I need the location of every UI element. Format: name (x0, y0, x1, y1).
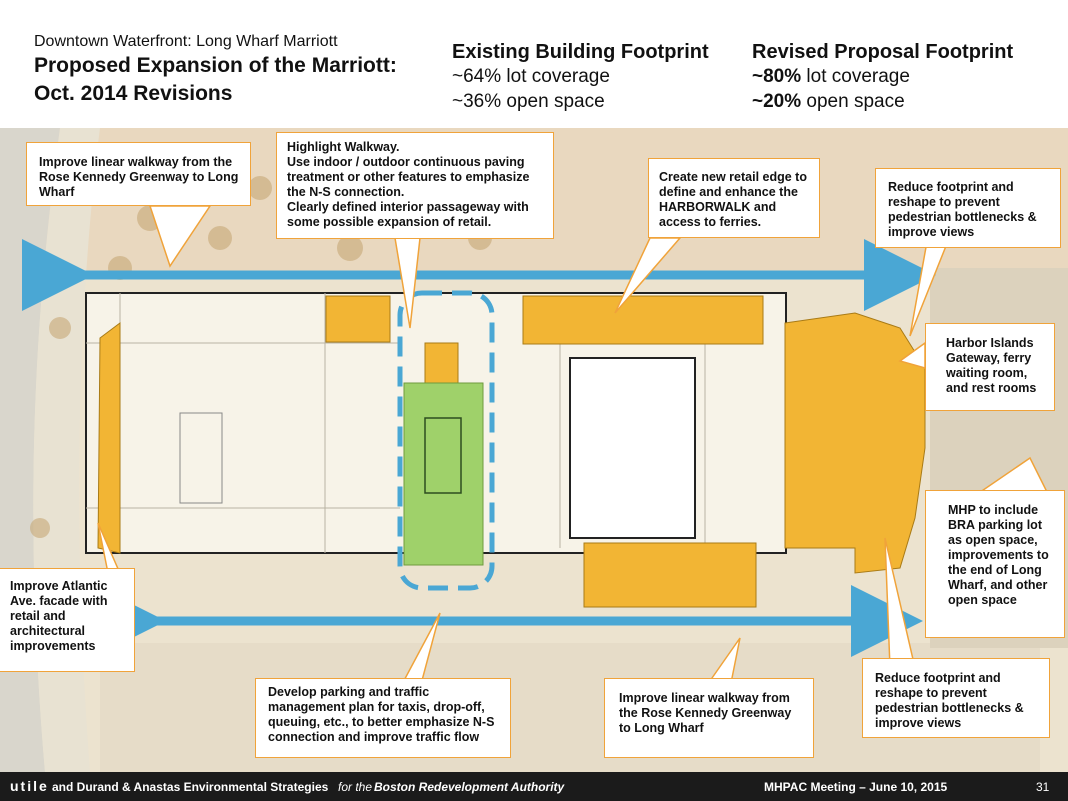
callout-reduce-footprint-bottom: Reduce footprint and reshape to prevent … (862, 658, 1050, 738)
revised-coverage-value: ~80% (752, 66, 802, 87)
slide-title: Proposed Expansion of the Marriott: Oct.… (34, 52, 434, 108)
revised-coverage-text: lot coverage (801, 66, 910, 87)
title-line-2: Oct. 2014 Revisions (34, 82, 233, 105)
slide-header: Downtown Waterfront: Long Wharf Marriott… (0, 0, 1068, 128)
existing-footprint-heading: Existing Building Footprint (452, 41, 709, 63)
revised-open-text: open space (801, 91, 905, 112)
site-plan-map: Improve linear walkway from the Rose Ken… (0, 128, 1068, 772)
slide-footer: utile and Durand & Anastas Environmental… (0, 772, 1068, 801)
building-grid (86, 293, 706, 553)
callout-parking-plan: Develop parking and traffic management p… (255, 678, 511, 758)
page-number: 31 (1036, 780, 1050, 794)
green-walkway (403, 382, 484, 566)
slide-subtitle: Downtown Waterfront: Long Wharf Marriott (34, 33, 338, 50)
footer-meeting: MHPAC Meeting – June 10, 2015 (764, 780, 948, 794)
callout-harbor-islands: Harbor Islands Gateway, ferry waiting ro… (925, 323, 1055, 411)
existing-lot-coverage: ~64% lot coverage (452, 66, 610, 87)
footer-credit: and Durand & Anastas Environmental Strat… (52, 780, 329, 794)
callout-highlight-walkway: Highlight Walkway. Use indoor / outdoor … (276, 132, 554, 239)
callout-atlantic-ave: Improve Atlantic Ave. facade with retail… (0, 568, 135, 672)
interior-room (179, 412, 223, 504)
revised-open-space: ~20% open space (752, 89, 1013, 114)
callout-walkway-top: Improve linear walkway from the Rose Ken… (26, 142, 251, 206)
stairs (424, 417, 462, 494)
footer-for: for the (338, 780, 373, 794)
utile-logo: utile (10, 778, 49, 794)
footer-client: Boston Redevelopment Authority (374, 780, 565, 794)
revised-footprint-stats: Revised Proposal Footprint ~80% lot cove… (752, 40, 1013, 114)
revised-open-value: ~20% (752, 91, 802, 112)
callout-mhp-open-space: MHP to include BRA parking lot as open s… (925, 490, 1065, 638)
title-line-1: Proposed Expansion of the Marriott: (34, 54, 397, 77)
callout-pointers (97, 205, 1052, 689)
revised-lot-coverage: ~80% lot coverage (752, 64, 1013, 89)
callout-retail-edge: Create new retail edge to define and enh… (648, 158, 820, 238)
revised-footprint-heading: Revised Proposal Footprint (752, 41, 1014, 63)
callout-reduce-footprint-top: Reduce footprint and reshape to prevent … (875, 168, 1061, 248)
existing-open-space: ~36% open space (452, 91, 605, 112)
existing-footprint-stats: Existing Building Footprint ~64% lot cov… (452, 40, 709, 114)
interior-hall (569, 357, 696, 539)
callout-walkway-bottom: Improve linear walkway from the Rose Ken… (604, 678, 814, 758)
